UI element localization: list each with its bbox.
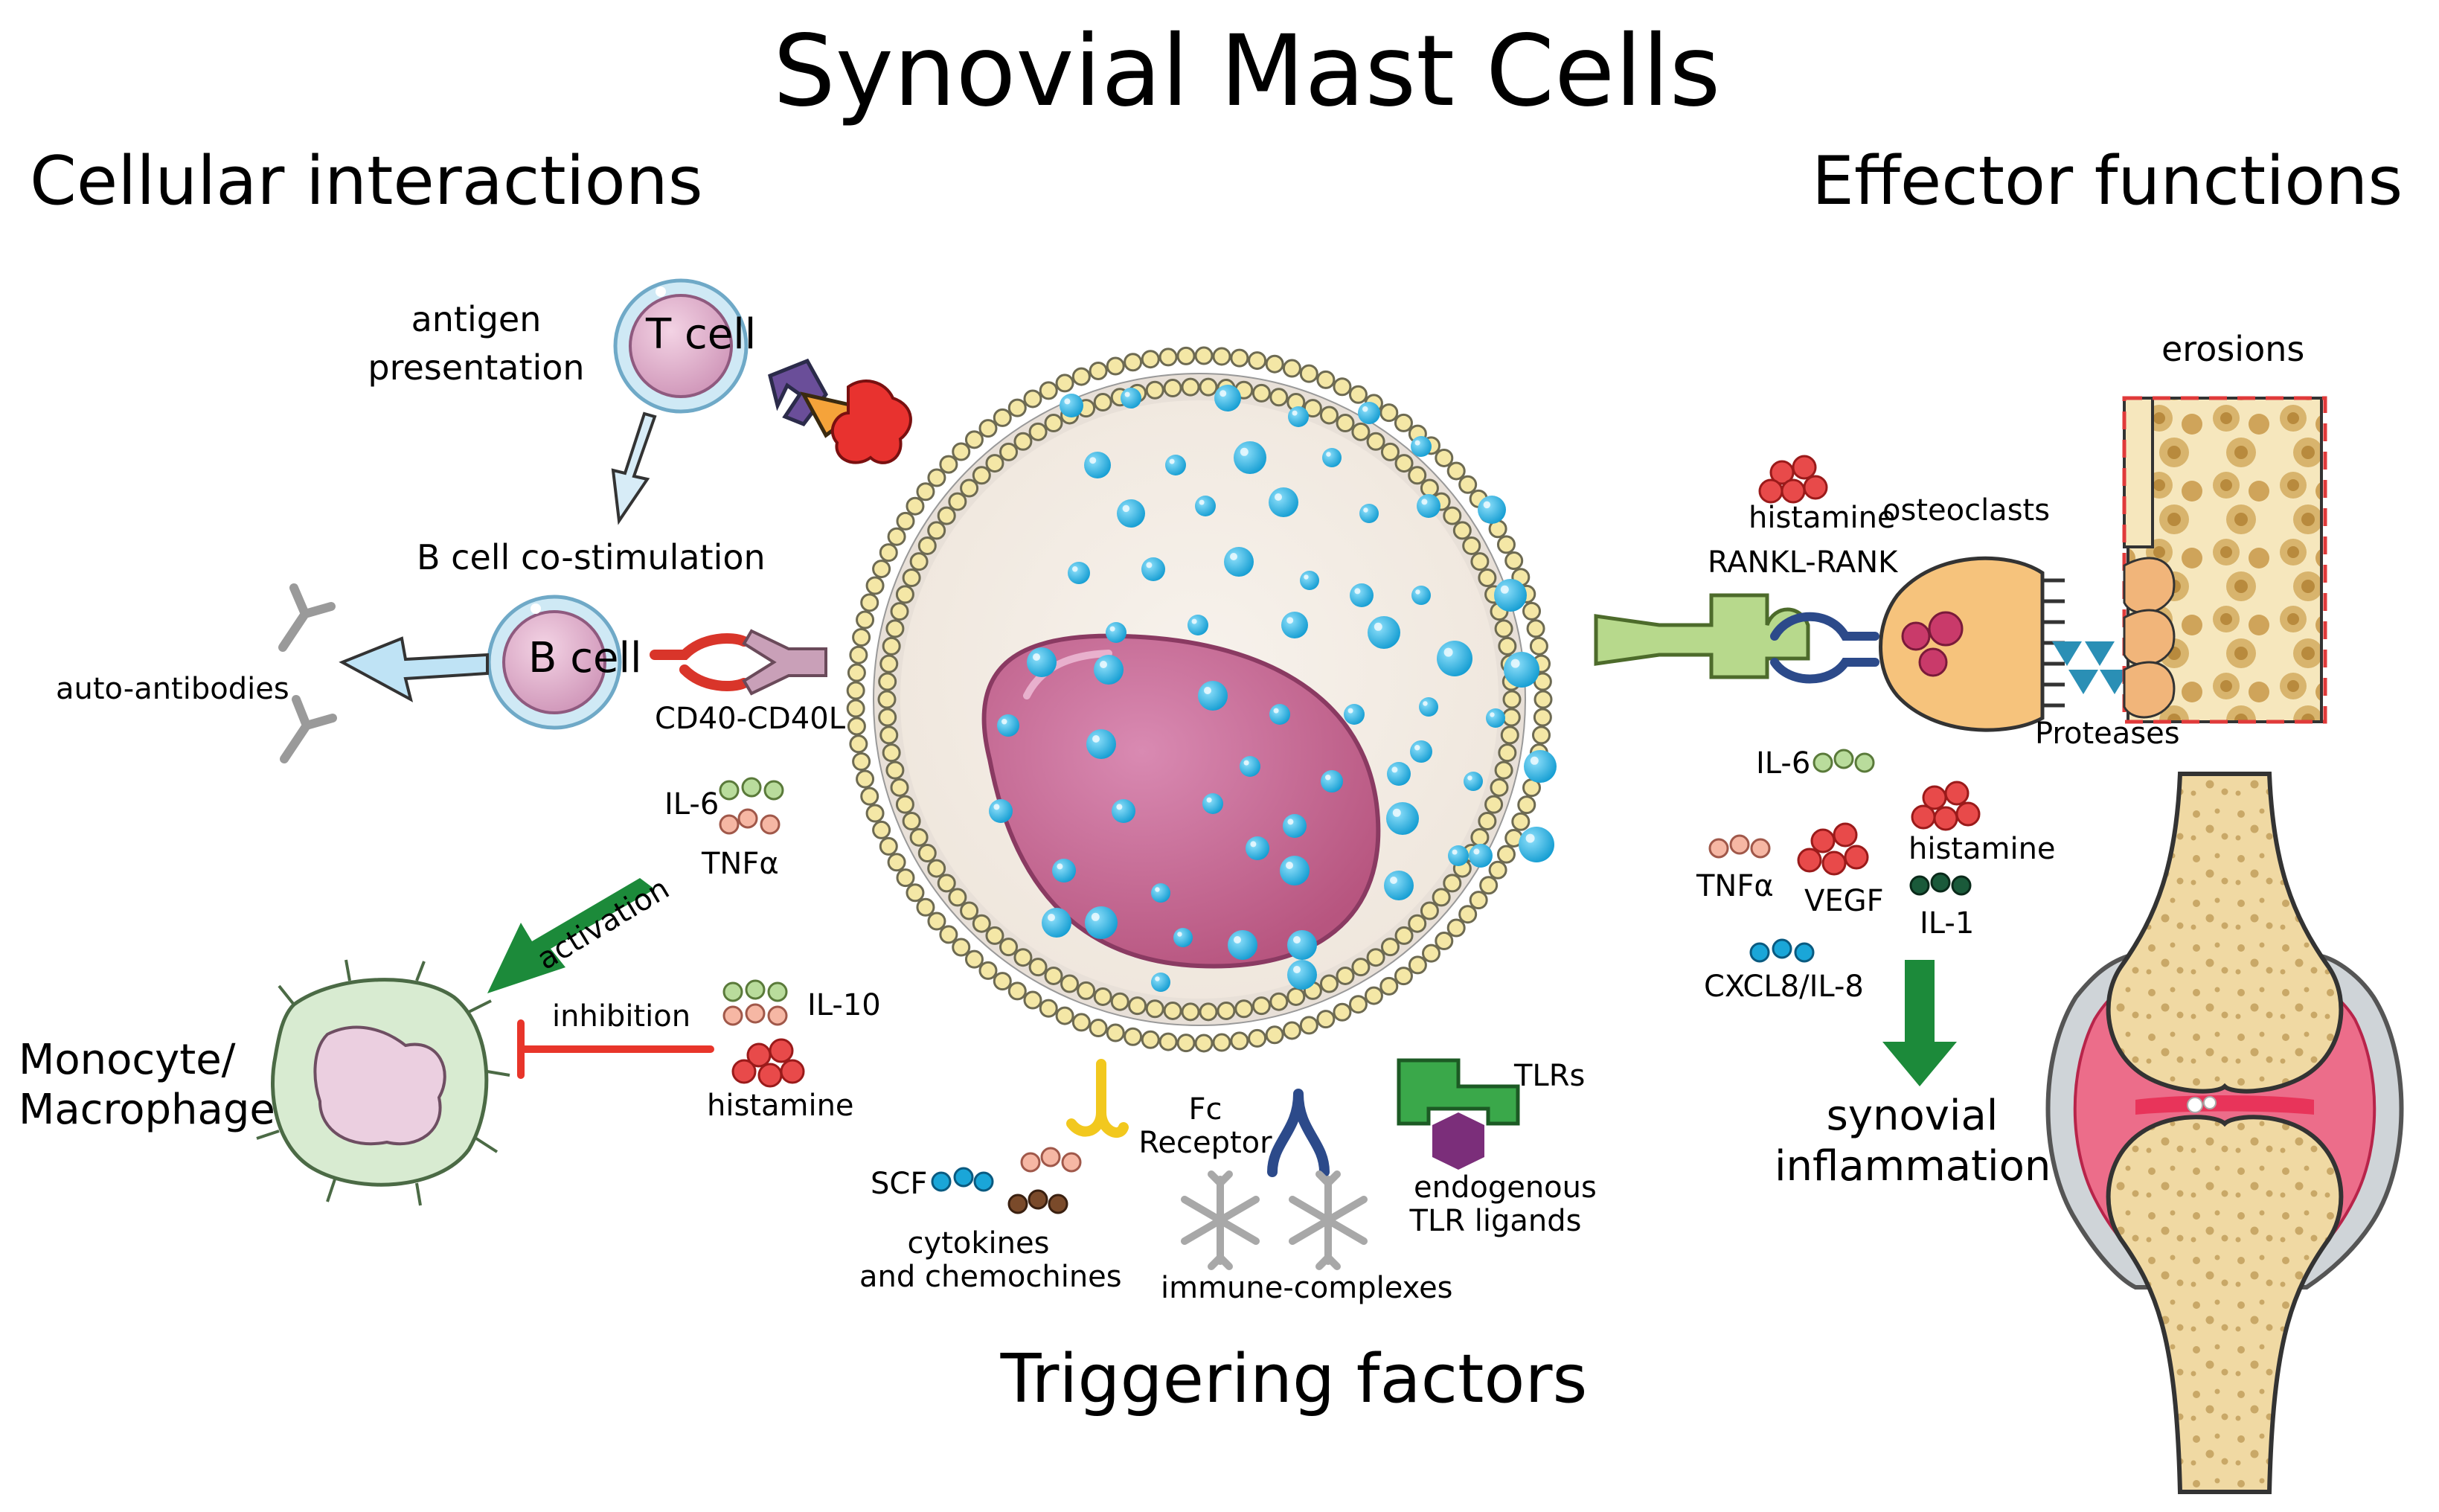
b-cell-label: B cell <box>528 634 642 682</box>
cd40-cd40l <box>650 629 827 696</box>
section-effector-functions: Effector functions <box>1812 142 2403 220</box>
fc-label-1: Fc <box>1188 1092 1222 1127</box>
diagram-title: Synovial Mast Cells <box>773 14 1721 129</box>
protease-triangles <box>2052 641 2129 694</box>
tlr-ligands-label-1: endogenous <box>1414 1170 1597 1205</box>
antigen-label-2: presentation <box>368 347 585 388</box>
auto-antibodies-label: auto-antibodies <box>56 672 289 706</box>
left-histamine-label: histamine <box>707 1089 854 1123</box>
kit-receptor <box>1066 1059 1129 1138</box>
activation-arrow <box>487 878 655 993</box>
lower-bone <box>2106 1115 2344 1494</box>
right-il6-label: IL-6 <box>1756 746 1811 781</box>
b-cell <box>487 595 622 730</box>
granules <box>989 385 1557 992</box>
immune-complex-icons <box>1181 1170 1368 1270</box>
cd40-label: CD40-CD40L <box>655 702 845 736</box>
b-costim-label: B cell co-stimulation <box>417 537 766 577</box>
inhibition-line <box>517 1019 714 1079</box>
erosions-label: erosions <box>2161 329 2305 369</box>
left-cytokine-dots <box>719 777 805 1088</box>
fc-label-2: Receptor <box>1138 1126 1272 1160</box>
monocyte-label-2: Macrophage <box>19 1086 275 1134</box>
inhibition-label: inhibition <box>552 999 691 1034</box>
t-cell-label: T cell <box>646 310 757 359</box>
right-histamine-top-label: histamine <box>1749 501 1896 535</box>
antigen-to-bcell-arrow <box>611 411 657 525</box>
cytokines-label-2: and chemochines <box>859 1260 1122 1294</box>
rankl-rank <box>1594 593 1879 684</box>
tlrs-label: TLRs <box>1514 1059 1586 1093</box>
mast-cell <box>846 346 1557 1053</box>
left-tnfa-label: TNFα <box>702 847 779 881</box>
synovial-label-2: inflammation <box>1775 1142 2051 1191</box>
synovial-inflammation-arrow <box>1882 960 1957 1086</box>
osteoclasts-label: osteoclasts <box>1882 493 2051 528</box>
joint-illustration <box>2045 772 2404 1494</box>
osteoclast-cell <box>1879 556 2065 732</box>
right-histamine-label: histamine <box>1908 832 2056 866</box>
section-triggering-factors: Triggering factors <box>1000 1340 1588 1418</box>
il10-label: IL-10 <box>807 988 881 1022</box>
synovial-label-1: synovial <box>1826 1092 1999 1140</box>
il1-label: IL-1 <box>1920 906 1975 941</box>
scf-label: SCF <box>871 1167 928 1201</box>
rankl-label: RANKL-RANK <box>1708 545 1898 580</box>
monocyte-cell <box>256 959 510 1206</box>
left-il6-label: IL-6 <box>664 787 719 821</box>
mhc-tcr-complex <box>768 358 912 464</box>
cxcl8-label: CXCL8/IL-8 <box>1704 970 1864 1004</box>
immune-complexes-label: immune-complexes <box>1161 1271 1453 1305</box>
cytokines-label-1: cytokines <box>907 1226 1050 1260</box>
vegf-label: VEGF <box>1804 884 1884 918</box>
section-cellular-interactions: Cellular interactions <box>30 142 703 220</box>
right-tnfa-label: TNFα <box>1696 869 1774 903</box>
monocyte-label-1: Monocyte/ <box>19 1036 236 1084</box>
tlr-receptor <box>1397 1058 1520 1170</box>
right-cytokine-dots <box>1708 455 1981 963</box>
antigen-label-1: antigen <box>411 299 542 339</box>
antibody-icons <box>278 583 337 763</box>
tlr-ligands-label-2: TLR ligands <box>1409 1204 1582 1238</box>
bottom-cytokine-dots <box>931 1147 1082 1214</box>
proteases-label: Proteases <box>2035 717 2180 751</box>
upper-bone <box>2106 772 2344 1094</box>
bcell-to-antibody-arrow <box>339 636 489 702</box>
fc-receptor <box>1267 1089 1330 1177</box>
erosion-bone-block <box>2122 396 2327 724</box>
t-cell <box>613 278 749 414</box>
